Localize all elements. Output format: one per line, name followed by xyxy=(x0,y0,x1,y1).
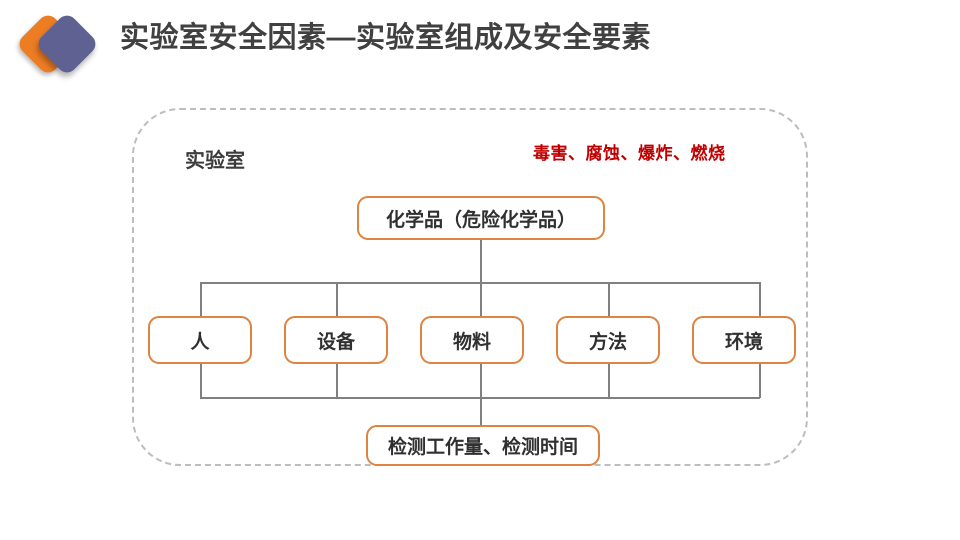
connector-drop-to-node-1 xyxy=(200,282,202,316)
connector-rise-from-node-4 xyxy=(608,364,610,398)
connector-drop-to-node-2 xyxy=(336,282,338,316)
laboratory-label: 实验室 xyxy=(185,150,245,172)
connector-rise-from-node-2 xyxy=(336,364,338,398)
node-equipment: 设备 xyxy=(284,316,388,364)
connector-rise-from-node-5 xyxy=(759,364,761,398)
node-chemicals: 化学品（危险化学品） xyxy=(357,196,605,240)
connector-drop-to-node-4 xyxy=(608,282,610,316)
hazard-note-label: 毒害、腐蚀、爆炸、燃烧 xyxy=(533,144,726,163)
node-material: 物料 xyxy=(420,316,524,364)
node-workload-and-time: 检测工作量、检测时间 xyxy=(366,425,600,466)
node-method: 方法 xyxy=(556,316,660,364)
connector-drop-to-node-5 xyxy=(759,282,761,316)
slide-header: 实验室安全因素—实验室组成及安全要素 xyxy=(0,0,960,88)
page-title: 实验室安全因素—实验室组成及安全要素 xyxy=(120,22,652,54)
node-environment: 环境 xyxy=(692,316,796,364)
node-person: 人 xyxy=(148,316,252,364)
connector-rise-from-node-1 xyxy=(200,364,202,398)
brand-logo-icon xyxy=(15,11,108,78)
connector-top-stem xyxy=(480,240,482,282)
connector-rise-from-node-3 xyxy=(480,364,482,398)
connector-bottom-stem xyxy=(480,397,482,425)
connector-drop-to-node-3 xyxy=(480,282,482,316)
